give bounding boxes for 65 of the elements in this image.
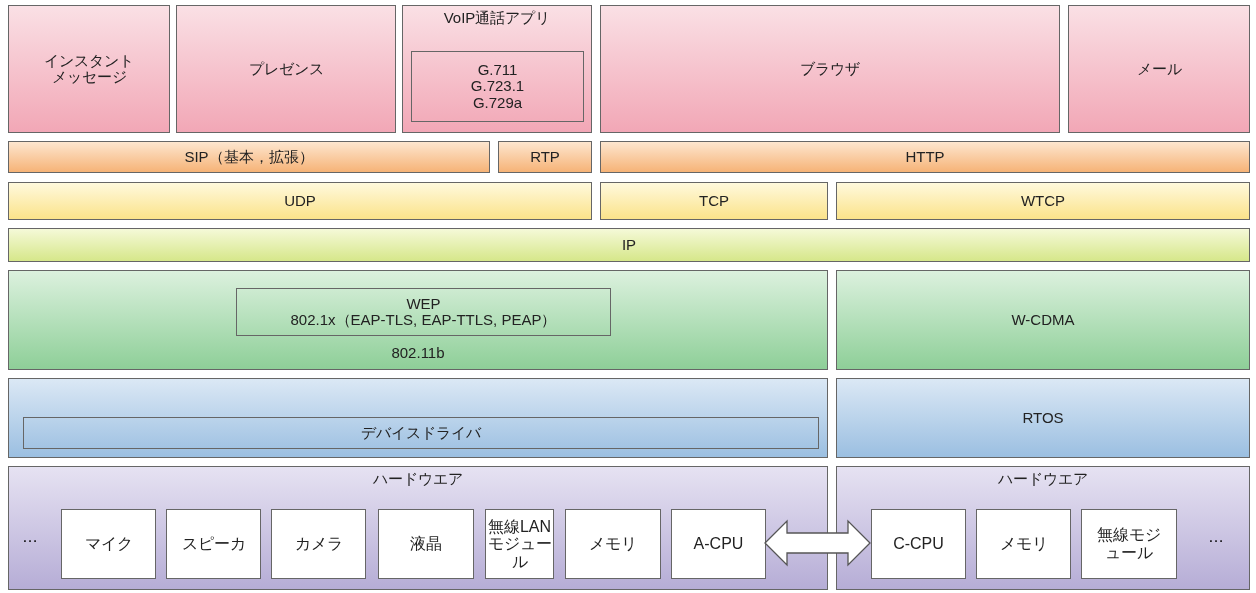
box-label: ブラウザ	[800, 60, 860, 78]
ellipsis-text: …	[1208, 528, 1224, 546]
box-label: デバイスドライバ	[361, 424, 481, 442]
component-box	[871, 509, 966, 579]
os-layer-box	[8, 378, 828, 458]
box-label: RTP	[530, 148, 560, 166]
ellipsis-text: …	[22, 528, 38, 546]
component-box	[378, 509, 474, 579]
box-label: メモリ	[999, 535, 1048, 553]
box-label: W-CDMA	[1011, 311, 1075, 329]
protocol-box	[8, 182, 592, 220]
box-label: 802.1x（EAP-TLS, EAP-TTLS, PEAP）	[290, 312, 557, 329]
protocol-box	[498, 141, 592, 173]
layer-heading: ハードウエア	[372, 471, 464, 488]
box-label: SIP（基本，拡張）	[184, 148, 314, 166]
double-arrow	[764, 519, 871, 567]
box-label: カメラ	[294, 535, 343, 553]
component-box	[671, 509, 766, 579]
box-label: インスタントメッセージ	[43, 52, 135, 86]
app-box	[402, 5, 592, 133]
box-label: G.711 G.723.1 G.729a	[469, 61, 526, 112]
box-label: UDP	[284, 192, 316, 210]
box-label: 無線モジュール	[1097, 526, 1161, 562]
layer-heading: ハードウエア	[997, 471, 1089, 488]
protocol-box	[8, 228, 1250, 262]
driver-box	[23, 417, 819, 449]
box-label: マイク	[84, 535, 133, 553]
box-label: メモリ	[589, 535, 637, 553]
box-label: A-CPU	[693, 535, 744, 553]
component-box	[1081, 509, 1177, 579]
layer-heading: 802.11b	[390, 344, 446, 361]
component-box	[485, 509, 554, 579]
codec-box	[411, 51, 584, 122]
protocol-box	[8, 141, 490, 173]
box-label: TCP	[699, 192, 729, 210]
box-label: HTTP	[905, 148, 945, 166]
layer-box	[8, 270, 828, 370]
protocol-box	[836, 182, 1250, 220]
app-box	[1068, 5, 1250, 133]
app-box	[8, 5, 170, 133]
box-label: 無線LANモジュール	[487, 517, 552, 571]
app-box	[176, 5, 396, 133]
box-label: RTOS	[1022, 409, 1064, 427]
component-box	[166, 509, 261, 579]
hardware-box	[836, 466, 1250, 590]
security-box	[236, 288, 611, 336]
protocol-box	[600, 182, 828, 220]
component-box	[61, 509, 156, 579]
box-label: スピーカ	[181, 535, 246, 553]
layer-box	[836, 378, 1250, 458]
box-label: C-CPU	[893, 535, 944, 553]
hardware-box	[8, 466, 828, 590]
protocol-box	[600, 141, 1250, 173]
component-box	[565, 509, 661, 579]
box-label: メール	[1136, 60, 1182, 78]
layer-box	[836, 270, 1250, 370]
layer-heading: VoIP通話アプリ	[442, 10, 552, 27]
box-label: 液晶	[410, 535, 442, 553]
app-box	[600, 5, 1060, 133]
box-label: プレゼンス	[248, 60, 324, 78]
component-box	[976, 509, 1071, 579]
box-label: IP	[621, 236, 637, 254]
component-box	[271, 509, 366, 579]
box-label: WTCP	[1020, 192, 1066, 210]
box-label: WEP	[406, 295, 441, 312]
